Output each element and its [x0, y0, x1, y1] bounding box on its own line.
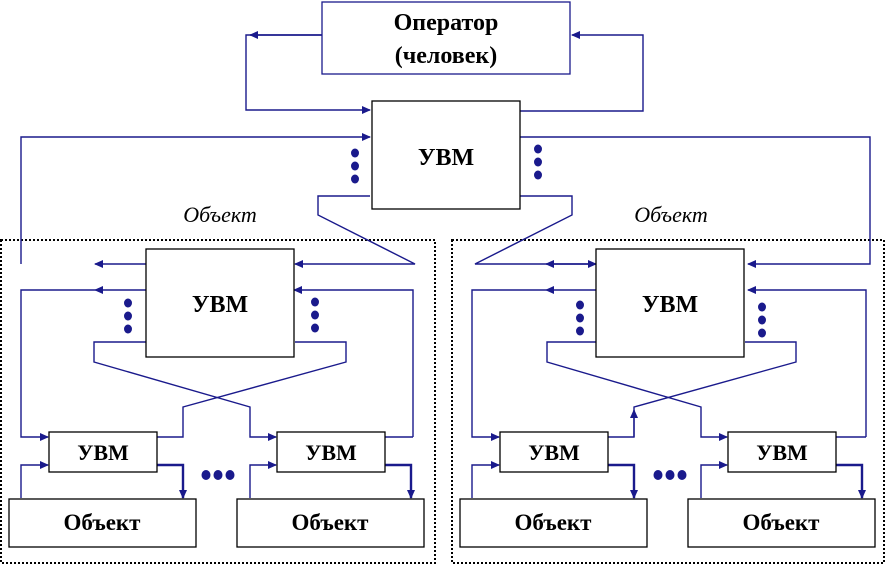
object-left-1: Объект [8, 498, 197, 548]
object-left-2: Объект [236, 498, 425, 548]
uvm-left-mid: УВМ [145, 248, 295, 358]
ellipsis-top-right [534, 144, 542, 180]
uvm-right-mid-label: УВМ [642, 292, 698, 318]
operator-title: Оператор [394, 10, 499, 36]
ellipsis-left-mid-right [311, 297, 319, 333]
uvm-right-small-1-label: УВМ [528, 440, 580, 465]
object-right-1: Объект [459, 498, 648, 548]
uvm-left-mid-label: УВМ [192, 292, 248, 318]
uvm-top-label: УВМ [418, 145, 474, 171]
operator-subtitle: (человек) [395, 43, 497, 69]
uvm-right-small-1: УВМ [499, 431, 609, 473]
object-right-1-label: Объект [515, 510, 593, 535]
ellipsis-right-mid-left [576, 300, 584, 336]
ellipsis-right-mid-right [758, 302, 766, 338]
uvm-left-small-2: УВМ [276, 431, 386, 473]
uvm-right-small-2: УВМ [727, 431, 837, 473]
object-region-left [0, 239, 436, 564]
region-caption-right: Объект [634, 202, 707, 227]
operator-box: Оператор (человек) [321, 1, 571, 75]
object-right-2: Объект [687, 498, 876, 548]
object-region-right [451, 239, 885, 564]
object-right-2-label: Объект [743, 510, 821, 535]
object-left-2-label: Объект [292, 510, 370, 535]
uvm-right-mid: УВМ [595, 248, 745, 358]
ellipsis-top-left [351, 148, 359, 184]
uvm-left-small-1: УВМ [48, 431, 158, 473]
uvm-right-small-2-label: УВМ [756, 440, 808, 465]
uvm-top: УВМ [371, 100, 521, 210]
ellipsis-left-small [201, 470, 235, 480]
ellipsis-right-small [653, 470, 687, 480]
uvm-left-small-2-label: УВМ [305, 440, 357, 465]
uvm-left-small-1-label: УВМ [77, 440, 129, 465]
region-caption-left: Объект [183, 202, 256, 227]
object-left-1-label: Объект [64, 510, 142, 535]
ellipsis-left-mid-left [124, 298, 132, 334]
